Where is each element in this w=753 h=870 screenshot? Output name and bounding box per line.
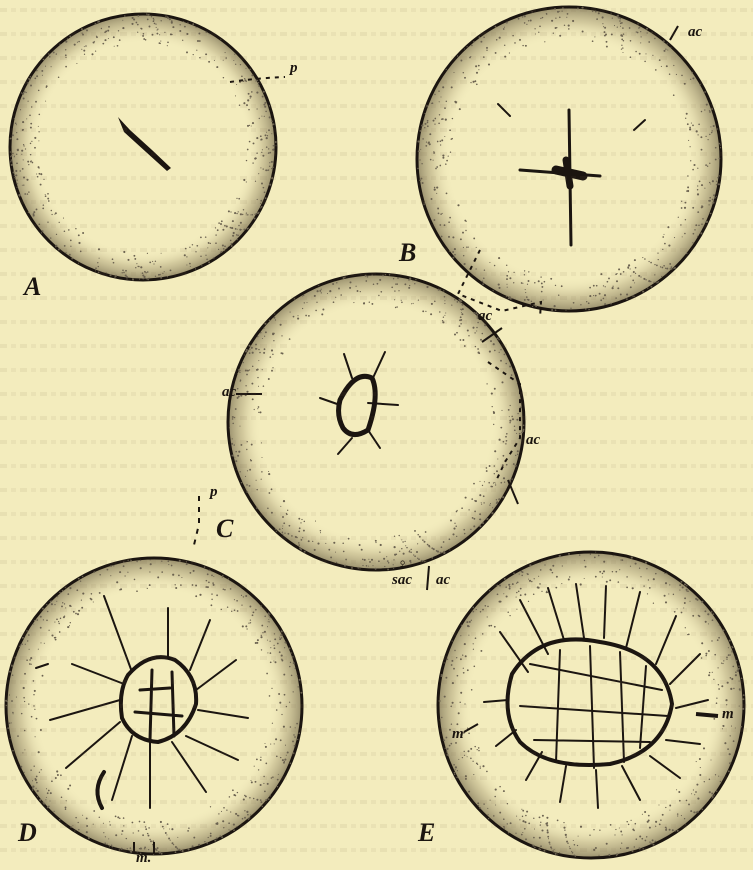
panel-c-ac-label-right: ac	[526, 432, 540, 449]
faint-text-row	[0, 584, 753, 588]
panel-b-ac-label-bottom: ac	[478, 308, 492, 325]
panel-c-ac-label-left: ac	[222, 384, 236, 401]
faint-text-row	[0, 344, 753, 348]
faint-text-row	[0, 848, 753, 852]
panel-e-letter: E	[418, 818, 435, 848]
panel-c-ac-label-bottom: ac	[436, 572, 450, 589]
faint-text-row	[0, 800, 753, 804]
faint-text-row	[0, 488, 753, 492]
faint-text-row	[0, 320, 753, 324]
faint-text-row	[0, 104, 753, 108]
panel-c-letter: C	[216, 514, 233, 544]
panel-b-letter: B	[399, 238, 416, 268]
panel-d-m-label: m.	[136, 850, 151, 867]
faint-text-row	[0, 8, 753, 12]
faint-text-row	[0, 152, 753, 156]
faint-text-row	[0, 824, 753, 828]
faint-text-row	[0, 272, 753, 276]
faint-text-row	[0, 80, 753, 84]
faint-text-row	[0, 296, 753, 300]
panel-e-m-label-left: m	[452, 726, 464, 743]
faint-text-row	[0, 704, 753, 708]
faint-text-row	[0, 32, 753, 36]
faint-text-row	[0, 752, 753, 756]
faint-text-row	[0, 728, 753, 732]
faint-text-row	[0, 464, 753, 468]
faint-text-row	[0, 656, 753, 660]
panel-a-letter: A	[24, 272, 41, 302]
faint-text-row	[0, 56, 753, 60]
faint-text-row	[0, 560, 753, 564]
faint-text-row	[0, 536, 753, 540]
faint-text-row	[0, 632, 753, 636]
faint-text-row	[0, 440, 753, 444]
panel-c-p-label: p	[210, 484, 218, 501]
faint-text-row	[0, 224, 753, 228]
faint-text-row	[0, 776, 753, 780]
faint-text-row	[0, 680, 753, 684]
faint-text-row	[0, 248, 753, 252]
faint-text-row	[0, 368, 753, 372]
faint-text-row	[0, 392, 753, 396]
faint-text-row	[0, 200, 753, 204]
faint-text-row	[0, 128, 753, 132]
faint-text-row	[0, 416, 753, 420]
faint-text-row	[0, 176, 753, 180]
panel-c-sac-label: sac	[392, 572, 412, 589]
panel-d-letter: D	[18, 818, 37, 848]
panel-e-m-label-right: m	[722, 706, 734, 723]
panel-b-ac-label-top: ac	[688, 24, 702, 41]
faint-text-row	[0, 512, 753, 516]
panel-a-p-label: p	[290, 60, 298, 77]
faint-text-row	[0, 608, 753, 612]
